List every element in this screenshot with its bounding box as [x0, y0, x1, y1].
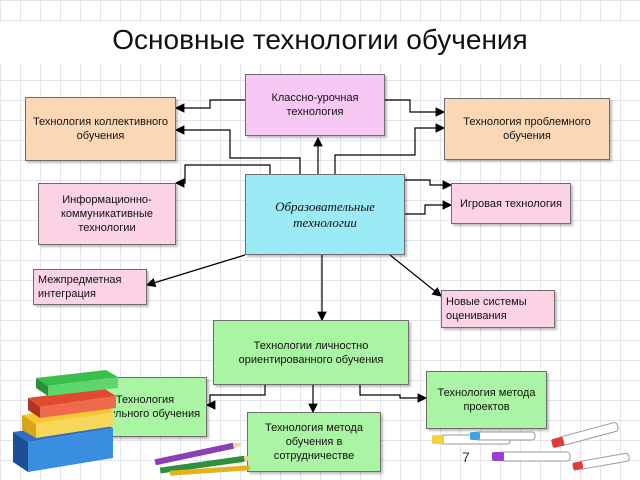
box-collective: Технология коллективного обучения	[25, 97, 176, 161]
box-problem: Технология проблемного обучения	[444, 98, 610, 160]
box-modular-label: Технология модульного обучения	[89, 394, 201, 420]
box-cooperation: Технология метода обучения в сотрудничес…	[247, 412, 381, 472]
box-personal-label: Технологии личностно ориентированного об…	[238, 339, 384, 366]
arrow-educational-to-interdisciplinary	[145, 254, 246, 288]
box-assessment-label: Новые системы оценивания	[446, 296, 527, 322]
box-collective-label: Технология коллективного обучения	[32, 116, 169, 142]
box-interdisciplinary: Межпредметная интеграция	[33, 269, 147, 305]
books-illustration	[13, 370, 118, 472]
box-info-comm-label: Информационно-коммуникативные технологии	[60, 194, 154, 234]
box-educational: Образовательные технологии	[245, 174, 405, 255]
page-number: 7	[462, 449, 470, 465]
box-class-lesson: Классно-урочная технология	[245, 74, 385, 136]
box-problem-label: Технология проблемного обучения	[463, 116, 591, 142]
box-educational-label: Образовательные технологии	[275, 198, 375, 230]
markers-illustration	[432, 422, 630, 471]
arrow-educational-to-assessment	[389, 254, 442, 297]
arrow-educational-to-problem	[334, 123, 446, 174]
arrow-personal-to-projects	[359, 385, 428, 403]
box-info-comm: Информационно-коммуникативные технологии	[38, 183, 176, 245]
box-assessment: Новые системы оценивания	[441, 290, 555, 328]
box-projects-label: Технология метода проектов	[437, 387, 536, 413]
pencils-illustration	[154, 442, 255, 476]
arrow-educational-to-collective	[174, 125, 301, 174]
arrow-educational-to-game	[405, 179, 453, 190]
arrow-class-to-collective	[174, 99, 245, 113]
arrow-personal-to-modular	[205, 385, 266, 410]
box-cooperation-label: Технология метода обучения в сотрудничес…	[265, 422, 363, 462]
page-title: Основные технологии обучения	[0, 22, 640, 64]
box-projects: Технология метода проектов	[426, 371, 547, 429]
box-interdisciplinary-label: Межпредметная интеграция	[38, 274, 122, 300]
box-personal: Технологии личностно ориентированного об…	[213, 320, 409, 385]
box-class-lesson-label: Классно-урочная технология	[271, 92, 359, 118]
arrow-educational-to-infocomm	[174, 164, 271, 188]
box-game: Игровая технология	[451, 183, 571, 224]
arrow-class-to-problem	[385, 99, 446, 117]
box-game-label: Игровая технология	[459, 197, 563, 210]
arrow-educational-to-game-2	[405, 200, 453, 215]
